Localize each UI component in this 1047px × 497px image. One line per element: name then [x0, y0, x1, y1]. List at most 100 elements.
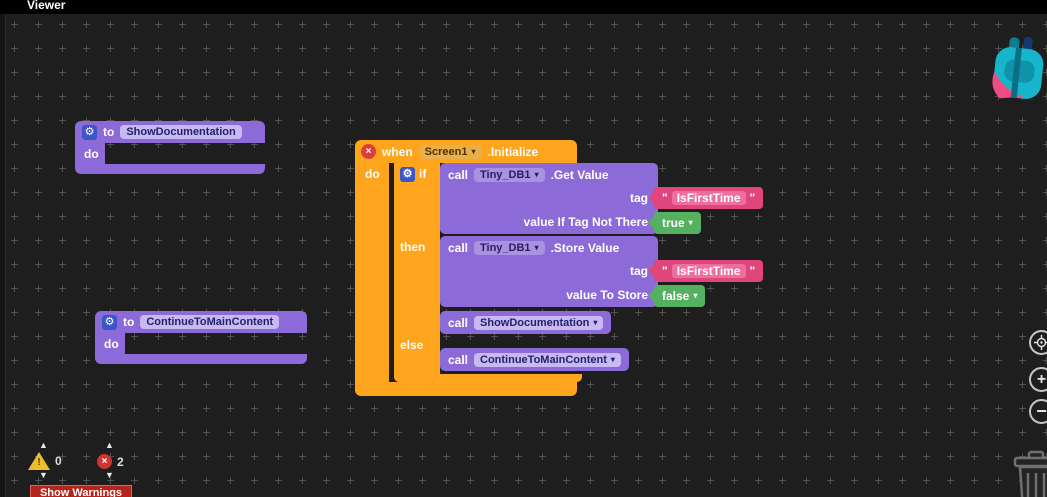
error-next-arrow-icon[interactable]: ▼ — [105, 470, 114, 480]
text-value-field[interactable]: IsFirstTime — [671, 191, 746, 205]
keyword-to: to — [123, 315, 135, 329]
backpack-icon[interactable] — [986, 36, 1047, 115]
call-header: call Tiny_DB1 ▾ .Get Value — [440, 163, 658, 186]
then-label: then — [394, 236, 440, 334]
logic-false-block[interactable]: false ▾ — [654, 285, 706, 307]
tinydb-dropdown[interactable]: Tiny_DB1 ▾ — [474, 167, 545, 182]
then-socket: call Tiny_DB1 ▾ .Store Value tag — [440, 236, 764, 334]
keyword-call: call — [448, 352, 469, 367]
error-prev-arrow-icon[interactable]: ▲ — [105, 440, 114, 450]
warning-prev-arrow-icon[interactable]: ▲ — [39, 440, 48, 450]
quote-mark: " — [749, 264, 756, 278]
procedure-name-field[interactable]: ContinueToMainContent — [140, 315, 280, 329]
call-continue-to-main-content-block[interactable]: call ContinueToMainContent ▾ — [440, 348, 629, 371]
param-label: value If Tag Not There — [523, 215, 648, 229]
procedure-block-continue-to-main-content[interactable]: ⚙ to ContinueToMainContent do — [95, 311, 307, 364]
trash-icon[interactable] — [1013, 450, 1047, 497]
center-blocks-button[interactable] — [1029, 330, 1047, 355]
if-text: if — [419, 167, 427, 181]
procedure-dropdown[interactable]: ShowDocumentation ▾ — [474, 315, 604, 330]
do-text: do — [104, 336, 119, 351]
text-block-isfirsttime[interactable]: " IsFirstTime " — [654, 260, 764, 282]
dropdown-arrow-icon: ▾ — [688, 218, 693, 227]
tinydb-dropdown[interactable]: Tiny_DB1 ▾ — [474, 240, 545, 255]
error-badge-icon[interactable]: × — [361, 144, 376, 159]
else-text: else — [400, 338, 424, 352]
warning-icon: ! — [28, 452, 50, 470]
backpack-graphic — [992, 36, 1044, 99]
if-condition-socket: call Tiny_DB1 ▾ .Get Value tag — [440, 163, 764, 236]
block-foot — [75, 164, 265, 174]
block-foot — [394, 374, 582, 382]
param-label: tag — [630, 264, 648, 278]
do-text: do — [365, 167, 380, 181]
keyword-call: call — [448, 167, 469, 182]
warning-counter: ! 0 — [28, 452, 62, 470]
when-screen1-initialize-block[interactable]: × when Screen1 ▾ .Initialize do ⚙ if — [355, 140, 764, 396]
block-foot — [355, 382, 577, 396]
do-text: do — [84, 146, 99, 161]
if-then-else-block[interactable]: ⚙ if call Tiny_DB1 ▾ — [394, 163, 764, 382]
quote-mark: " — [749, 191, 756, 205]
call-tinydb-store-value-block[interactable]: call Tiny_DB1 ▾ .Store Value tag — [440, 236, 658, 307]
quote-mark: " — [662, 191, 668, 205]
dropdown-value: ShowDocumentation — [480, 316, 590, 329]
dropdown-arrow-icon: ▾ — [534, 169, 539, 179]
block-foot — [95, 354, 307, 364]
when-header: × when Screen1 ▾ .Initialize — [355, 140, 577, 163]
param-row-value-if-not-there: value If Tag Not There — [440, 210, 658, 234]
mutator-gear-icon[interactable]: ⚙ — [102, 314, 117, 330]
do-label: do — [75, 143, 105, 164]
logic-value: true — [662, 216, 685, 230]
param-label: tag — [630, 191, 648, 205]
param-row-tag: tag — [440, 259, 658, 283]
call-show-documentation-block[interactable]: call ShowDocumentation ▾ — [440, 311, 612, 334]
procedure-header: ⚙ to ShowDocumentation — [75, 121, 265, 143]
text-block-isfirsttime[interactable]: " IsFirstTime " — [654, 187, 764, 209]
zoom-out-button[interactable]: − — [1029, 399, 1047, 424]
warning-next-arrow-icon[interactable]: ▼ — [39, 470, 48, 480]
mutator-gear-icon[interactable]: ⚙ — [400, 167, 415, 182]
dropdown-arrow-icon: ▾ — [610, 354, 615, 364]
procedure-name-field[interactable]: ShowDocumentation — [120, 125, 242, 139]
event-label: .Initialize — [487, 144, 539, 159]
call-tinydb-get-value-block[interactable]: call Tiny_DB1 ▾ .Get Value tag — [440, 163, 658, 234]
call-get-value-group: call Tiny_DB1 ▾ .Get Value tag — [440, 163, 764, 234]
procedure-body: do — [95, 333, 307, 354]
warning-count: 0 — [55, 454, 62, 468]
then-text: then — [400, 240, 426, 254]
show-warnings-button[interactable]: Show Warnings — [30, 485, 132, 497]
keyword-to: to — [103, 125, 115, 139]
param-label: value To Store — [566, 288, 648, 302]
mutator-gear-icon[interactable]: ⚙ — [82, 124, 97, 140]
else-label: else — [394, 334, 440, 374]
warning-triangle-shape — [28, 452, 50, 470]
procedure-dropdown[interactable]: ContinueToMainContent ▾ — [474, 352, 621, 367]
dropdown-arrow-icon: ▾ — [593, 317, 598, 327]
text-value-field[interactable]: IsFirstTime — [671, 264, 746, 278]
if-label: ⚙ if — [394, 163, 440, 236]
do-label: do — [95, 333, 125, 354]
else-socket: call ContinueToMainContent ▾ — [440, 334, 629, 374]
method-label: .Store Value — [550, 240, 620, 255]
procedure-body: do — [75, 143, 265, 164]
keyword-call: call — [448, 240, 469, 255]
empty-do-socket[interactable] — [125, 333, 307, 354]
zoom-in-button[interactable]: + — [1029, 367, 1047, 392]
logic-value: false — [662, 289, 690, 303]
procedure-block-show-documentation[interactable]: ⚙ to ShowDocumentation do — [75, 121, 265, 174]
dropdown-arrow-icon: ▾ — [534, 242, 539, 252]
logic-true-block[interactable]: true ▾ — [654, 212, 701, 234]
viewer-title: Viewer — [27, 0, 66, 12]
dropdown-value: Tiny_DB1 — [480, 168, 531, 181]
component-dropdown-screen1[interactable]: Screen1 ▾ — [418, 144, 482, 159]
empty-do-socket[interactable] — [105, 143, 265, 164]
when-body: do ⚙ if call — [355, 163, 764, 382]
dropdown-value: ContinueToMainContent — [480, 353, 607, 366]
left-rail — [0, 14, 6, 497]
quote-mark: " — [662, 264, 668, 278]
dropdown-arrow-icon: ▾ — [693, 291, 698, 300]
dropdown-value: Tiny_DB1 — [480, 241, 531, 254]
do-label: do — [355, 163, 389, 382]
